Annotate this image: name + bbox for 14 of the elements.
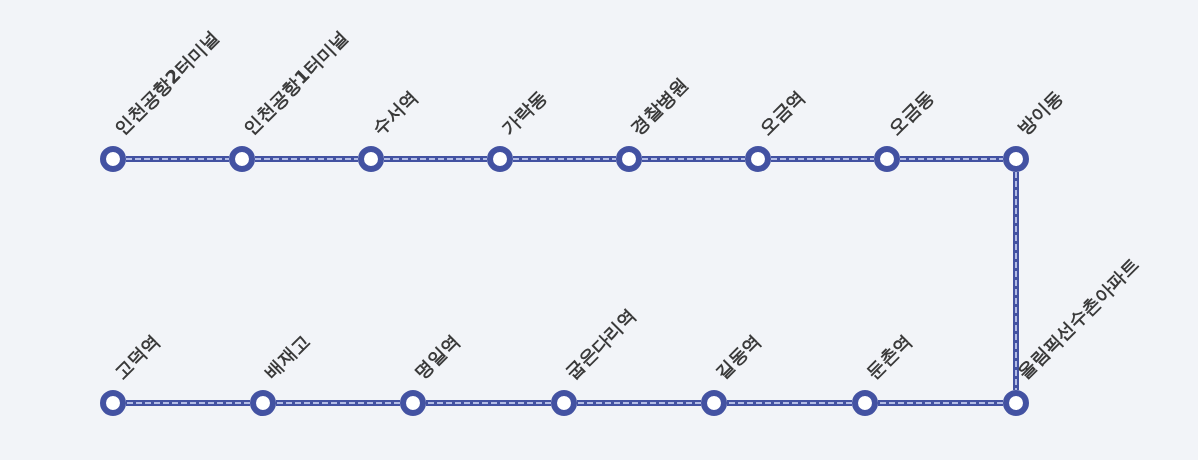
route-line (727, 400, 852, 406)
route-line (771, 156, 874, 162)
route-line (276, 400, 400, 406)
route-line (577, 400, 701, 406)
route-line (878, 400, 1003, 406)
route-line (126, 156, 229, 162)
route-line (642, 156, 745, 162)
route-line (255, 156, 358, 162)
route-line (900, 156, 1003, 162)
route-line (513, 156, 616, 162)
route-line (126, 400, 250, 406)
route-line (384, 156, 487, 162)
route-line (1013, 172, 1019, 390)
route-line (426, 400, 551, 406)
